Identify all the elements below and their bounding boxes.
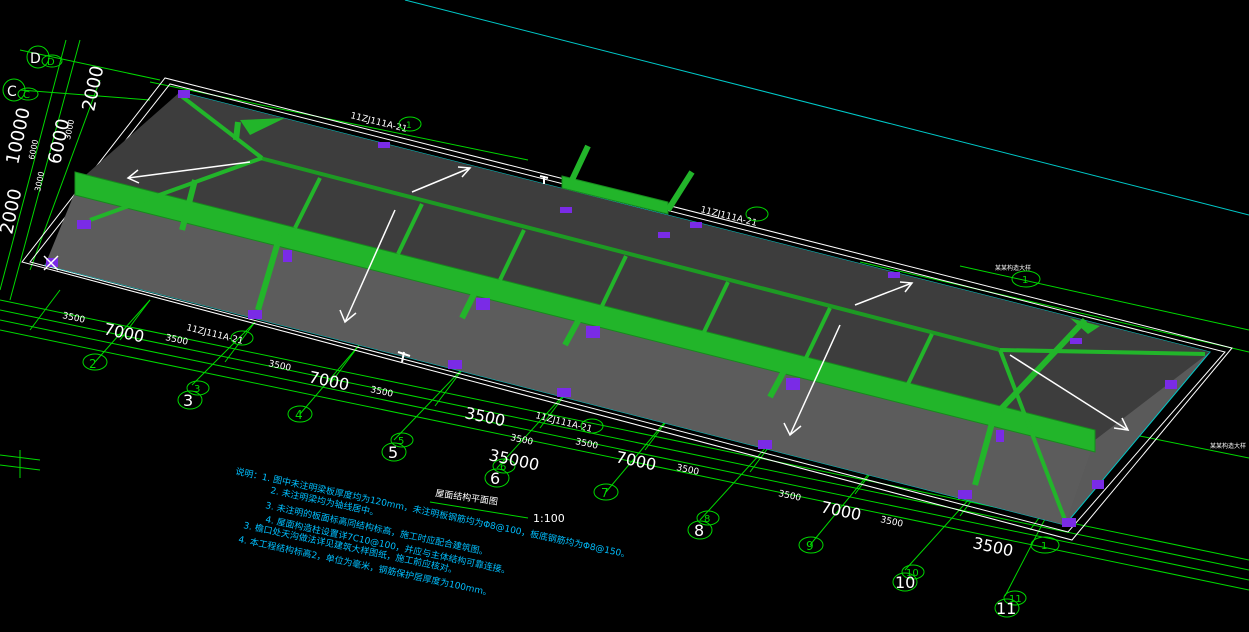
- svg-text:1: 1: [1041, 541, 1047, 552]
- svg-text:某某构造大样: 某某构造大样: [995, 264, 1031, 272]
- svg-text:3500: 3500: [574, 437, 599, 452]
- svg-text:3500: 3500: [164, 333, 189, 348]
- svg-text:5: 5: [398, 436, 404, 447]
- svg-text:4: 4: [295, 408, 303, 422]
- svg-text:3000: 3000: [33, 171, 46, 193]
- axis-letter-C: C: [7, 84, 17, 100]
- svg-text:C: C: [23, 90, 30, 101]
- back-ridge: [259, 156, 1001, 352]
- svg-text:8: 8: [694, 521, 704, 540]
- svg-text:1: 1: [406, 121, 412, 131]
- svg-text:8: 8: [704, 514, 710, 525]
- svg-text:7: 7: [601, 486, 609, 500]
- roof-outer-outline: [21, 77, 1233, 541]
- svg-text:3500: 3500: [267, 359, 292, 374]
- reference-line: [404, 0, 1249, 216]
- roof-back-slope: [80, 92, 1210, 440]
- roof-plan[interactable]: [21, 77, 1233, 541]
- svg-text:3500: 3500: [675, 463, 700, 478]
- svg-text:3500: 3500: [509, 433, 534, 448]
- grid-axis-letters: D D C C: [2, 45, 63, 102]
- grid-axis-numbers: 2 3 3 4 5 5 6 6 7 8 8 9 10 10 11 11: [89, 357, 1022, 618]
- svg-text:D: D: [47, 57, 55, 68]
- svg-text:3000: 3000: [63, 119, 76, 141]
- svg-text:3500: 3500: [61, 311, 86, 326]
- svg-text:3500: 3500: [777, 489, 802, 504]
- svg-text:某某构造大样: 某某构造大样: [1210, 442, 1246, 450]
- left-edge-fragment: [0, 450, 41, 478]
- svg-text:3500: 3500: [369, 385, 394, 400]
- svg-text:3500: 3500: [879, 515, 904, 530]
- svg-text:5: 5: [388, 443, 398, 462]
- svg-text:11: 11: [996, 599, 1016, 618]
- section-marks: [397, 175, 549, 363]
- grid-axis-number-circles: [82, 353, 1027, 618]
- dimension-texts: 3500 7000 3500 3500 7000 3500 3500 3500 …: [0, 64, 1015, 561]
- slope-arrows: [43, 161, 1130, 437]
- svg-text:11: 11: [1009, 594, 1022, 605]
- svg-text:6: 6: [490, 469, 500, 488]
- axis-letter-D: D: [30, 51, 41, 67]
- svg-text:2: 2: [89, 357, 97, 371]
- svg-text:6000: 6000: [27, 139, 40, 161]
- svg-text:3: 3: [183, 391, 193, 410]
- svg-text:9: 9: [806, 539, 814, 553]
- svg-text:3: 3: [194, 384, 200, 395]
- svg-text:10: 10: [895, 573, 915, 592]
- roof-front-slope: [45, 180, 1095, 525]
- svg-text:1: 1: [1022, 275, 1028, 286]
- plan-scale: 1:100: [533, 512, 565, 525]
- svg-text:10: 10: [906, 568, 919, 579]
- beams: [74, 93, 1206, 521]
- svg-text:6: 6: [500, 462, 506, 473]
